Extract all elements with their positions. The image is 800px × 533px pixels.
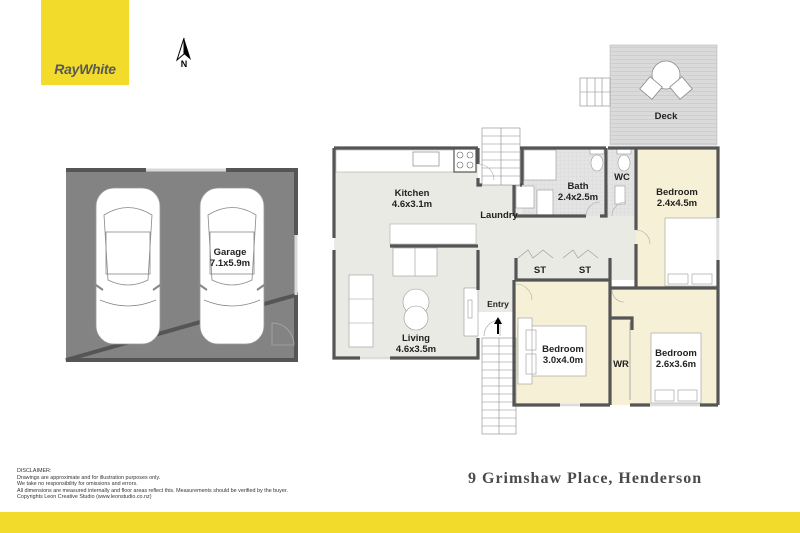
north-arrow-icon: N xyxy=(175,37,191,69)
bedroom2-label: Bedroom 3.0x4.0m xyxy=(542,344,584,366)
toilet-bath-icon xyxy=(589,147,605,172)
property-address: 9 Grimshaw Place, Henderson xyxy=(468,470,703,487)
sink-icon xyxy=(412,151,440,167)
bed-bedroom3-icon xyxy=(650,332,702,404)
svg-text:N: N xyxy=(181,59,188,69)
disclaimer-line: Drawings are approximate and for illustr… xyxy=(17,474,161,481)
deck xyxy=(579,44,718,146)
cooktop-icon xyxy=(453,147,477,173)
disclaimer-line: We take no responsibility for omissions … xyxy=(17,481,138,488)
laundry-tub-icon xyxy=(515,185,535,209)
windows xyxy=(360,218,720,407)
bed-bedroom2-icon xyxy=(517,317,587,385)
car-left-icon xyxy=(92,187,164,345)
bath-label: Bath 2.4x2.5m xyxy=(557,181,599,203)
logo-text: RayWhite xyxy=(54,61,116,77)
deck-label: Deck xyxy=(654,111,678,122)
entry-stairs xyxy=(481,337,517,435)
garage xyxy=(65,168,298,362)
disclaimer-line: All dimensions are measured internally a… xyxy=(17,487,288,494)
kitchen-island xyxy=(389,223,477,245)
wc-label: WC xyxy=(614,172,630,183)
wc-basin-icon xyxy=(614,185,626,205)
door-swings xyxy=(477,163,651,303)
car-right-icon xyxy=(196,187,268,345)
disclaimer: DISCLAIMER: Drawings are approximate and… xyxy=(17,468,288,501)
disclaimer-title: DISCLAIMER: xyxy=(17,468,52,474)
vanity-icon xyxy=(536,189,554,217)
tv-unit-icon xyxy=(463,287,479,337)
bedroom1-label: Bedroom 2.4x4.5m xyxy=(656,187,698,209)
storage1-label: ST xyxy=(533,265,547,276)
footer-band xyxy=(0,512,800,533)
disclaimer-line: Copyrights Leon Creative Studio (www.leo… xyxy=(17,494,152,501)
storage2-label: ST xyxy=(578,265,592,276)
walls xyxy=(332,146,720,407)
wardrobe-label: WR xyxy=(613,359,629,370)
entry-arrow-icon xyxy=(494,317,502,334)
bedroom3-label: Bedroom 2.6x3.6m xyxy=(655,348,697,370)
ray-white-logo: RayWhite xyxy=(41,0,129,85)
entry-label: Entry xyxy=(487,299,509,309)
sofa-icon xyxy=(348,274,374,348)
bed-bedroom1-icon xyxy=(664,217,718,287)
living-label: Living 4.6x3.5m xyxy=(395,333,437,355)
laundry-label: Laundry xyxy=(480,210,518,221)
garage-label: Garage 7.1x5.9m xyxy=(209,247,251,269)
kitchen-label: Kitchen 4.6x3.1m xyxy=(391,188,433,210)
internal-stairs xyxy=(481,127,521,186)
shower-icon xyxy=(523,149,557,181)
toilet-wc-icon xyxy=(616,147,632,172)
